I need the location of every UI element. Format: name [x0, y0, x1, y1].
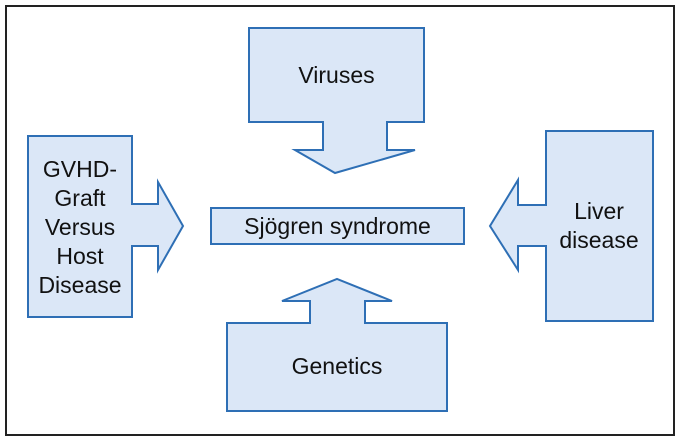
viruses-label: Viruses	[298, 61, 375, 88]
outer-frame	[5, 5, 675, 436]
genetics-arrow	[226, 277, 448, 412]
viruses-arrow	[248, 27, 425, 175]
sjogren-syndrome-label: Sjögren syndrome	[244, 212, 431, 239]
genetics-label: Genetics	[291, 352, 383, 379]
gvhd-arrow	[27, 135, 185, 318]
liver-disease-label: Liver disease	[559, 198, 639, 253]
gvhd-label: GVHD- Graft Versus Host Disease	[38, 155, 122, 298]
liver-disease-arrow	[488, 130, 654, 322]
sjogren-syndrome-box	[210, 207, 465, 245]
